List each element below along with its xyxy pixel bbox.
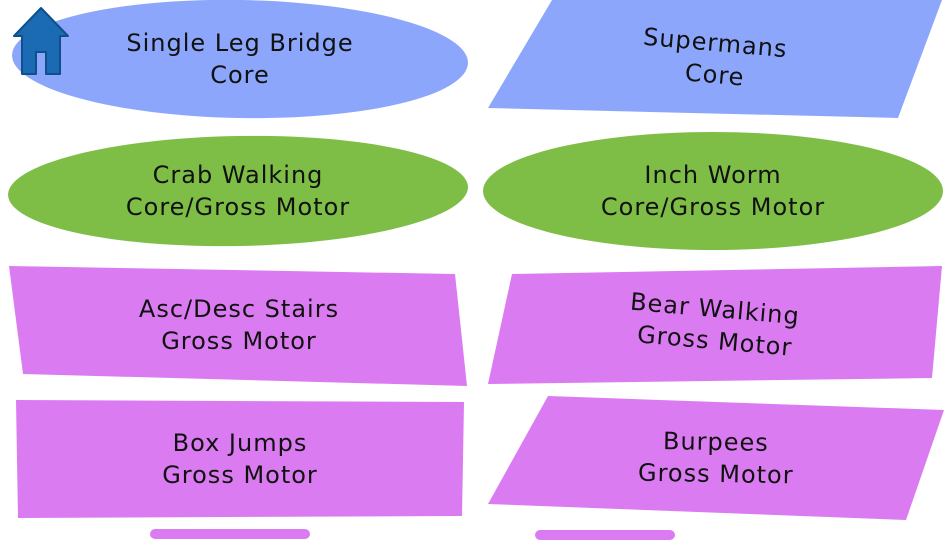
card-shape bbox=[488, 396, 944, 520]
exercise-category: Core bbox=[684, 58, 746, 92]
next-row-card-right[interactable] bbox=[535, 530, 675, 540]
exercise-card-single-leg-bridge[interactable]: Single Leg Bridge Core bbox=[11, 0, 469, 122]
exercise-category: Gross Motor bbox=[162, 461, 318, 489]
exercise-name: Inch Worm bbox=[644, 161, 782, 189]
card-shape bbox=[483, 132, 943, 250]
card-shape bbox=[16, 400, 464, 518]
exercise-category: Gross Motor bbox=[161, 327, 317, 355]
exercise-category: Gross Motor bbox=[637, 458, 795, 490]
exercise-name: Burpees bbox=[662, 427, 770, 457]
exercise-card-box-jumps[interactable]: Box Jumps Gross Motor bbox=[16, 400, 464, 518]
card-shape bbox=[9, 266, 467, 386]
exercise-card-burpees[interactable]: Burpees Gross Motor bbox=[488, 396, 944, 520]
exercise-category: Core bbox=[210, 61, 270, 89]
next-row-card-left[interactable] bbox=[150, 529, 310, 539]
card-shape bbox=[488, 266, 942, 384]
card-shape bbox=[488, 0, 942, 118]
exercise-category: Core/Gross Motor bbox=[125, 193, 351, 221]
exercise-name: Asc/Desc Stairs bbox=[138, 295, 340, 323]
home-icon bbox=[13, 7, 69, 75]
exercise-card-crab-walking[interactable]: Crab Walking Core/Gross Motor bbox=[7, 131, 469, 251]
exercise-name: Box Jumps bbox=[172, 429, 308, 457]
exercise-card-inch-worm[interactable]: Inch Worm Core/Gross Motor bbox=[483, 132, 943, 250]
exercise-name: Crab Walking bbox=[152, 161, 324, 189]
exercise-card-bear-walking[interactable]: Bear Walking Gross Motor bbox=[488, 266, 942, 384]
exercise-category: Core/Gross Motor bbox=[600, 193, 826, 221]
home-button[interactable] bbox=[10, 4, 72, 76]
exercise-name: Single Leg Bridge bbox=[126, 29, 354, 57]
exercise-card-supermans[interactable]: Supermans Core bbox=[488, 0, 942, 118]
exercise-card-asc-desc-stairs[interactable]: Asc/Desc Stairs Gross Motor bbox=[9, 264, 469, 386]
